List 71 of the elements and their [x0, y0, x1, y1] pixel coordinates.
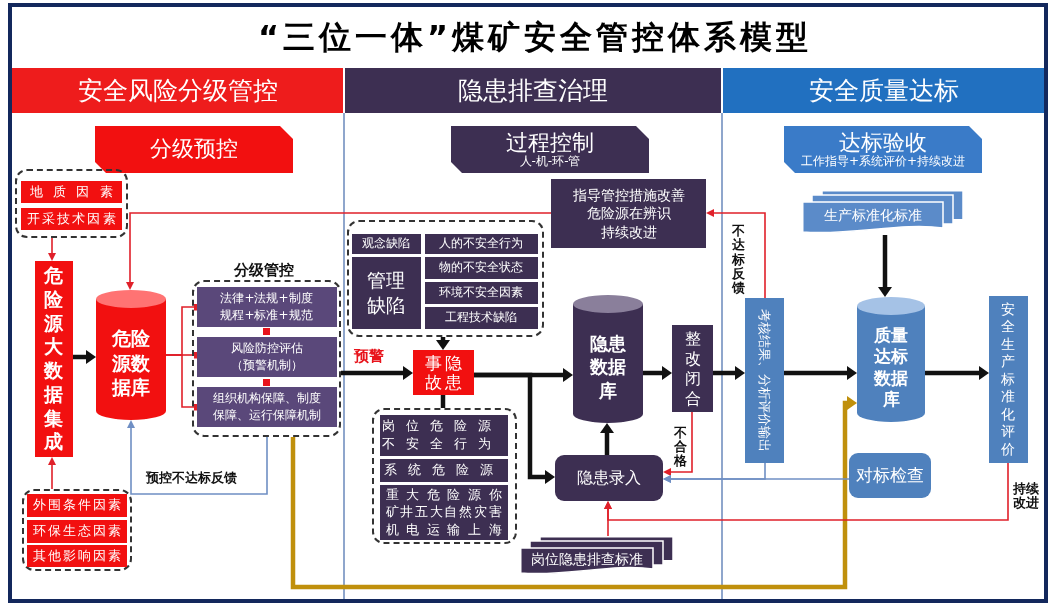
arrow	[663, 462, 766, 483]
arrow	[436, 337, 450, 350]
factor-box: 地质因素	[20, 180, 122, 203]
arrow	[784, 366, 857, 380]
hazard-line: 机电运输上海	[384, 520, 503, 539]
measure-box: 法律+法规+制度规程+标准+规范	[196, 286, 337, 327]
hazard-box: 事故隐患	[413, 350, 474, 395]
arrow	[643, 366, 672, 380]
arrow	[127, 420, 268, 495]
edge-label: 预控不达标反馈	[146, 471, 237, 485]
arrow	[878, 235, 892, 297]
arrow	[600, 423, 614, 455]
dashed-group	[347, 220, 544, 337]
guidance-box	[551, 179, 706, 248]
hazard-cell	[379, 484, 508, 540]
measure-box: 风险防控评估（预警机制）	[196, 336, 337, 377]
dashed-group	[15, 169, 128, 238]
arrow	[48, 237, 56, 261]
column-header: 隐患排查治理	[345, 68, 721, 113]
note-line: 危险源在辨识	[586, 204, 671, 223]
section-banner	[451, 126, 649, 173]
edge-label: 不合格	[674, 426, 688, 468]
arrow	[604, 462, 1009, 521]
arrow	[706, 209, 766, 299]
defect-cell: 观念缺陷	[351, 233, 421, 254]
hazard-cell: 岗位危险源不安全行为	[379, 414, 508, 456]
edge-label: 持续改进	[1012, 482, 1040, 511]
arrow	[73, 350, 96, 364]
note-line: 持续改进	[600, 222, 657, 241]
tall-box: 整改闭合	[672, 325, 713, 412]
factor-box: 开采技术因素	[20, 207, 122, 230]
arrow	[341, 366, 413, 380]
column-header: 安全风险分级管控	[12, 68, 343, 113]
arrow	[925, 366, 989, 380]
defect-cell: 物的不安全状态	[424, 256, 538, 279]
hazard-line: 重大危险源你	[384, 485, 503, 504]
measure-box: 组织机构保障、制度保障、运行保障机制	[196, 386, 337, 427]
banner-subtitle: 工作指导+系统评价+持续改进	[800, 155, 966, 170]
arrow	[663, 411, 693, 476]
section-banner: 分级预控	[95, 126, 293, 173]
banner-title: 过程控制	[506, 129, 594, 155]
dashed-group	[22, 489, 132, 571]
defect-cell: 环境不安全因素	[424, 281, 538, 304]
edge-label: 预警	[354, 348, 384, 365]
arrow	[290, 396, 857, 590]
group-heading: 分级管控	[232, 261, 296, 279]
rounded-box: 隐患录入	[555, 455, 663, 501]
tall-box: 安全生产标准化评价	[989, 296, 1028, 463]
edge-label: 不达标反馈	[731, 224, 746, 296]
hazard-cell: 系统危险源	[379, 458, 508, 482]
factor-box: 外围条件因素	[26, 493, 127, 517]
arrow	[474, 372, 555, 484]
factor-box: 其他影响因素	[26, 544, 127, 567]
tall-box: 考核结果、分析评价输出	[745, 298, 784, 463]
defect-cell: 工程技术缺陷	[424, 306, 538, 329]
banner-title: 达标验收	[839, 129, 927, 155]
section-banner	[784, 126, 982, 173]
tall-box: 危险源大数据集成	[35, 261, 73, 457]
rounded-box: 对标检查	[849, 453, 931, 498]
defect-cell: 人的不安全行为	[424, 233, 538, 254]
hazard-line: 矿井五大自然灾害	[384, 503, 503, 521]
note-line: 指导管控措施改善	[572, 186, 685, 205]
banner-subtitle: 人-机-环-管	[519, 155, 581, 170]
defect-cell: 管理缺陷	[351, 256, 421, 329]
arrow	[48, 457, 56, 490]
factor-box: 环保生态因素	[26, 519, 127, 543]
column-header: 安全质量达标	[723, 68, 1044, 113]
dashed-group	[372, 408, 517, 544]
arrow	[126, 212, 552, 290]
diagram-title: “三位一体”煤矿安全管控体系模型	[257, 17, 813, 58]
arrow	[713, 366, 745, 380]
